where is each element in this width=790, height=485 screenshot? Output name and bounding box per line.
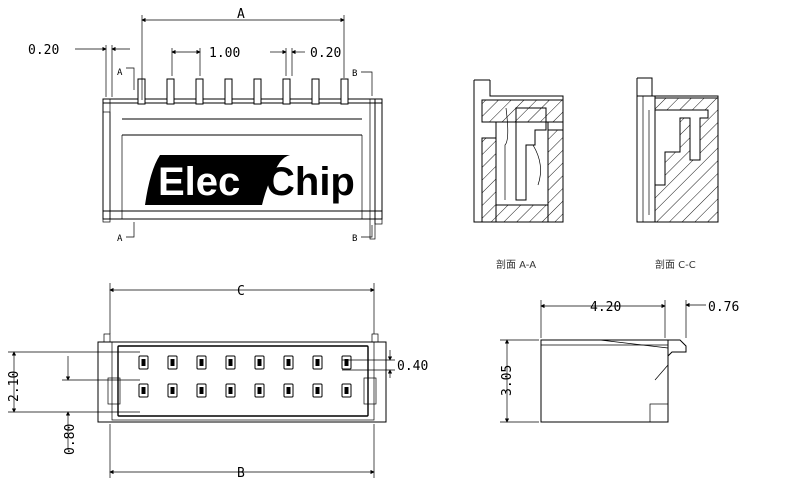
top-pin [137, 78, 146, 105]
side-body-outline [540, 339, 669, 423]
dim-pin-width-left: 0.20 [28, 43, 59, 58]
bottom-pad-contact [141, 359, 146, 366]
section-aa-caption: 剖面 A-A [496, 258, 536, 271]
bottom-pad-contact [257, 387, 262, 394]
dim-pitch: 1.00 [209, 46, 240, 61]
section-cc: 剖面 C-C [636, 77, 719, 271]
top-pin [195, 78, 204, 105]
logo-part1: Elec [158, 160, 240, 204]
section-mark-a-bottom: A [117, 234, 123, 244]
dim-b-label: B [237, 466, 245, 481]
bottom-pad-contact [286, 359, 291, 366]
top-pin [311, 78, 320, 105]
dim-row-spacing: 2.10 [7, 371, 22, 402]
logo-badge [145, 155, 290, 205]
bottom-pad-contact [344, 387, 349, 394]
dim-offset: 0.80 [63, 424, 78, 455]
bottom-pad-contact [286, 387, 291, 394]
bottom-pad-contact [199, 359, 204, 366]
bottom-pad-contact [170, 359, 175, 366]
section-mark-a-top: A [117, 68, 123, 78]
dim-height: 3.05 [500, 365, 515, 396]
dim-lead: 0.76 [708, 300, 739, 315]
bottom-pad-contact [228, 359, 233, 366]
top-pins [137, 78, 349, 105]
bottom-pad-contact [344, 359, 349, 366]
dim-pad: 0.40 [397, 359, 428, 374]
bottom-body-outline [97, 341, 387, 423]
dim-c-label: C [237, 284, 245, 299]
section-cc-caption: 剖面 C-C [655, 258, 696, 271]
dim-depth: 4.20 [590, 300, 621, 315]
top-pin [166, 78, 175, 105]
logo: Elec Chip [145, 155, 355, 205]
bottom-pad-contact [141, 387, 146, 394]
top-pin [253, 78, 262, 105]
bottom-pad-contact [257, 359, 262, 366]
top-pin [224, 78, 233, 105]
dim-pin-width-right: 0.20 [310, 46, 341, 61]
bottom-pads [138, 355, 352, 398]
top-pin [340, 78, 349, 105]
bottom-pad-contact [170, 387, 175, 394]
bottom-view: C B 2.10 0.80 0.40 [7, 283, 428, 481]
section-mark-b-bottom: B [352, 234, 357, 244]
section-aa: 剖面 A-A [473, 79, 564, 271]
dim-a-label: A [237, 7, 245, 22]
side-view: 4.20 0.76 3.05 [500, 300, 739, 423]
section-mark-b-top: B [352, 69, 357, 79]
top-pin [282, 78, 291, 105]
top-view: Elec Chip A 0.20 1.00 0.20 A A B B [28, 7, 383, 244]
bottom-pad-contact [315, 387, 320, 394]
logo-part2: Chip [266, 160, 355, 204]
bottom-pad-contact [315, 359, 320, 366]
bottom-pad-contact [228, 387, 233, 394]
bottom-pad-contact [199, 387, 204, 394]
